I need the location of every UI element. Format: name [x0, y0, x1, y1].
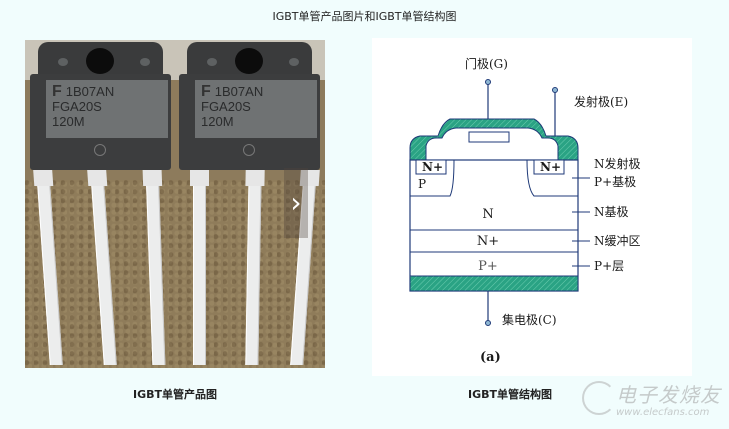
igbt-structure-diagram: N+ N+ P N N+ P+ 门极(G) 发射极(E) 集电极(C) (a) …: [409, 56, 641, 365]
gate-label: 门极(G): [465, 56, 508, 71]
chip-mark-icon: [94, 144, 106, 156]
emitter-label: 发射极(E): [574, 94, 628, 109]
region-n-plus-right: N+: [540, 160, 561, 174]
chip-lead: [190, 170, 209, 365]
label-n-base: N基极: [594, 205, 629, 219]
fairchild-logo-icon: F: [201, 83, 211, 100]
mounting-hole: [86, 48, 114, 74]
photo-caption: IGBT单管产品图: [132, 388, 217, 401]
region-p-body: P: [418, 177, 426, 191]
mounting-hole: [235, 48, 263, 74]
label-n-emitter: N发射极: [594, 156, 641, 171]
chip-mark-icon: [243, 144, 255, 156]
watermark-text: 电子发烧友: [616, 383, 721, 407]
label-n-buffer: N缓冲区: [594, 233, 641, 248]
diagram-caption: IGBT单管结构图: [467, 388, 552, 401]
page-title: IGBT单管产品图片和IGBT单管结构图: [272, 10, 457, 23]
photo-surface: [25, 180, 325, 368]
watermark: 电子发烧友 www.elecfans.com: [580, 375, 729, 425]
collector-label: 集电极(C): [502, 312, 557, 327]
region-p-layer: P+: [478, 259, 498, 274]
region-n-base: N: [482, 207, 493, 222]
label-p-base: P+基极: [594, 175, 636, 189]
region-n-buffer: N+: [477, 234, 499, 249]
fairchild-logo-icon: F: [52, 83, 62, 100]
label-p-layer: P+层: [594, 259, 624, 273]
figure-label: (a): [480, 350, 501, 365]
watermark-url: www.elecfans.com: [616, 407, 710, 418]
next-image-arrow[interactable]: ›: [284, 168, 308, 238]
region-n-plus-left: N+: [422, 160, 443, 174]
elecfans-logo-icon: [582, 381, 616, 415]
